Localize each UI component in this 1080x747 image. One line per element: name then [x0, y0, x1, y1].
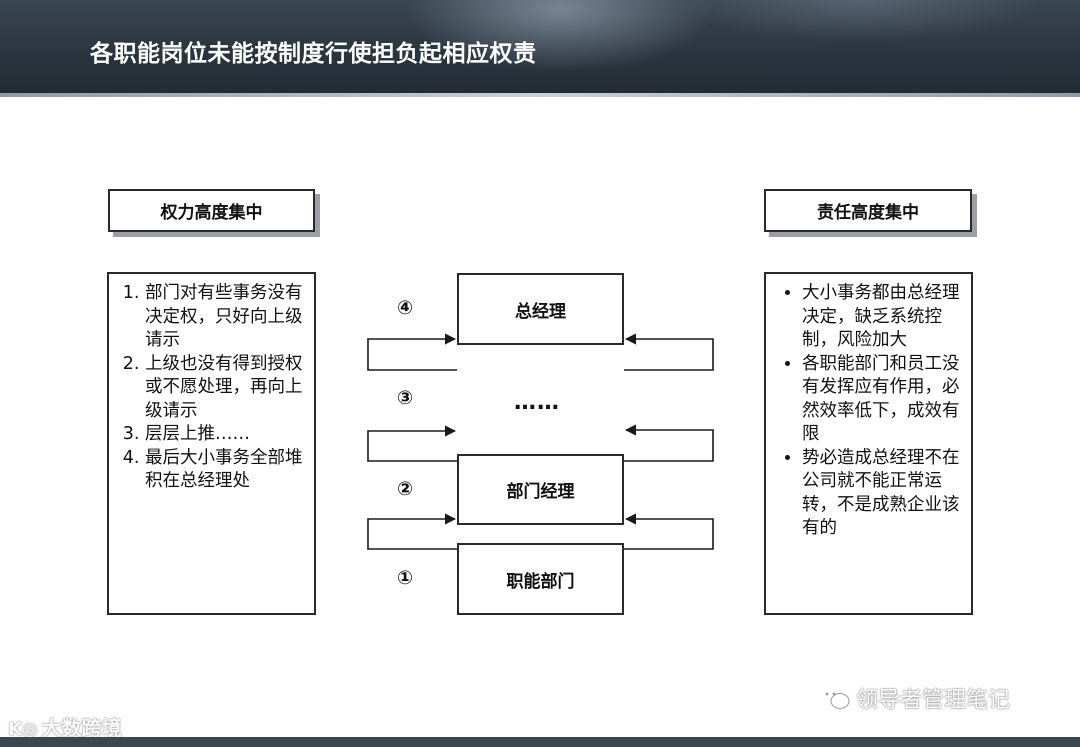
logo-mark: K◎ [8, 719, 38, 740]
watermark-left-text: 大数跨境 [41, 716, 122, 740]
right-arrow-2 [624, 424, 714, 462]
ceo-box: 总经理 [457, 273, 624, 345]
list-item: 层层上推…… [145, 423, 304, 447]
watermark-right-text: 领导者管理笔记 [856, 688, 1011, 713]
functional-dept-label: 职能部门 [506, 571, 575, 592]
header-banner: 各职能岗位未能按制度行使担负起相应权责 [0, 0, 1080, 97]
list-item: 部门对有些事务没有决定权，只好向上级请示 [145, 282, 304, 353]
list-item: 最后大小事务全部堆积在总经理处 [145, 447, 304, 494]
ceo-label: 总经理 [515, 301, 566, 322]
list-item: 各职能部门和员工没有发挥应有作用，必然效率低下，成效有限 [802, 353, 961, 447]
step-4: ④ [396, 297, 414, 319]
page-title: 各职能岗位未能按制度行使担负起相应权责 [90, 41, 537, 67]
step-1: ① [396, 567, 414, 589]
left-text-panel: 部门对有些事务没有决定权，只好向上级请示 上级也没有得到授权或不愿处理，再向上级… [107, 272, 316, 615]
list-item: 上级也没有得到授权或不愿处理，再向上级请示 [145, 353, 304, 424]
watermark-right: 领导者管理笔记 [818, 682, 1010, 714]
left-arrow-1 [367, 513, 457, 550]
left-arrow-3 [367, 333, 457, 371]
step-3: ③ [396, 387, 414, 409]
dept-manager-box: 部门经理 [457, 454, 624, 525]
left-arrow-2 [367, 425, 457, 462]
right-text-panel: 大小事务都由总经理决定，缺乏系统控制，风险加大 各职能部门和员工没有发挥应有作用… [764, 272, 973, 615]
wechat-icon [819, 686, 850, 709]
right-label: 责任高度集中 [817, 203, 919, 223]
right-arrow-3 [624, 333, 714, 371]
step-2: ② [396, 478, 414, 500]
left-list: 部门对有些事务没有决定权，只好向上级请示 上级也没有得到授权或不愿处理，再向上级… [119, 282, 304, 494]
footer-bar [0, 737, 1080, 747]
list-item: 势必造成总经理不在公司就不能正常运转，不是成熟企业该有的 [802, 447, 961, 541]
right-label-box: 责任高度集中 [764, 189, 972, 232]
list-item: 大小事务都由总经理决定，缺乏系统控制，风险加大 [802, 282, 961, 353]
functional-dept-box: 职能部门 [457, 543, 624, 615]
left-label-box: 权力高度集中 [108, 189, 315, 232]
middle-ellipsis: …… [514, 390, 560, 415]
left-label: 权力高度集中 [160, 203, 263, 223]
watermark-left: K◎大数跨境 [8, 712, 122, 741]
dept-manager-label: 部门经理 [506, 482, 575, 502]
right-list: 大小事务都由总经理决定，缺乏系统控制，风险加大 各职能部门和员工没有发挥应有作用… [776, 282, 961, 541]
right-arrow-1 [624, 513, 714, 550]
